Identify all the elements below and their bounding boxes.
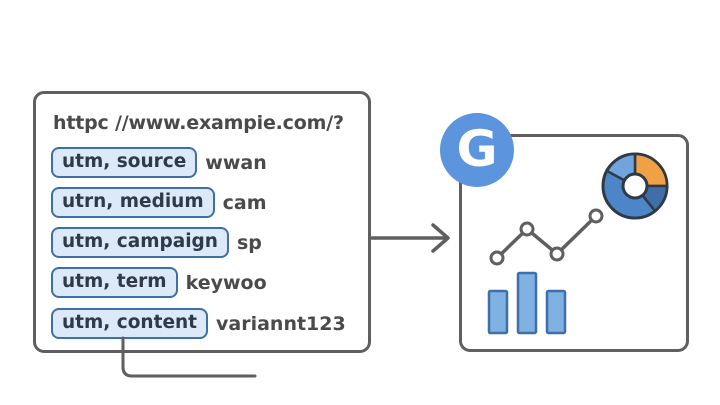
logo-letter: G [456,120,498,178]
pie-chart-icon [601,152,669,220]
param-value-content: variannt123 [216,312,346,335]
bar-chart-bar [516,271,538,335]
param-row-term: utm, term keywoo [51,267,267,298]
param-value-term: keywoo [185,271,267,294]
param-key-term: utm, term [51,267,178,298]
param-key-source: utm, source [51,147,198,178]
param-value-source: wwan [205,151,267,174]
bar-chart [487,271,567,335]
arrow-right-icon [370,223,450,253]
url-panel: httpc //www.exampie.com/? utm, source ww… [33,91,371,353]
line-chart-point [489,250,505,266]
param-row-content: utm, content variannt123 [51,308,346,339]
line-chart [489,208,604,266]
line-chart-point [549,246,565,262]
param-key-medium: utrn, medium [51,187,215,218]
param-value-campaign: sp [236,231,262,254]
tail-connector-line [121,336,257,378]
param-row-campaign: utm, campaign sp [51,227,262,258]
param-row-source: utm, source wwan [51,147,267,178]
param-row-medium: utrn, medium cam [51,187,267,218]
param-key-campaign: utm, campaign [51,227,229,258]
param-key-content: utm, content [51,308,209,339]
line-chart-point [519,221,535,237]
line-chart-point [588,208,604,224]
google-g-logo-icon: G [440,113,514,187]
param-value-medium: cam [222,191,267,214]
bar-chart-bar [487,289,509,335]
line-chart-series [495,214,598,260]
url-text: httpc //www.exampie.com/? [53,112,344,134]
bar-chart-bar [545,289,567,335]
